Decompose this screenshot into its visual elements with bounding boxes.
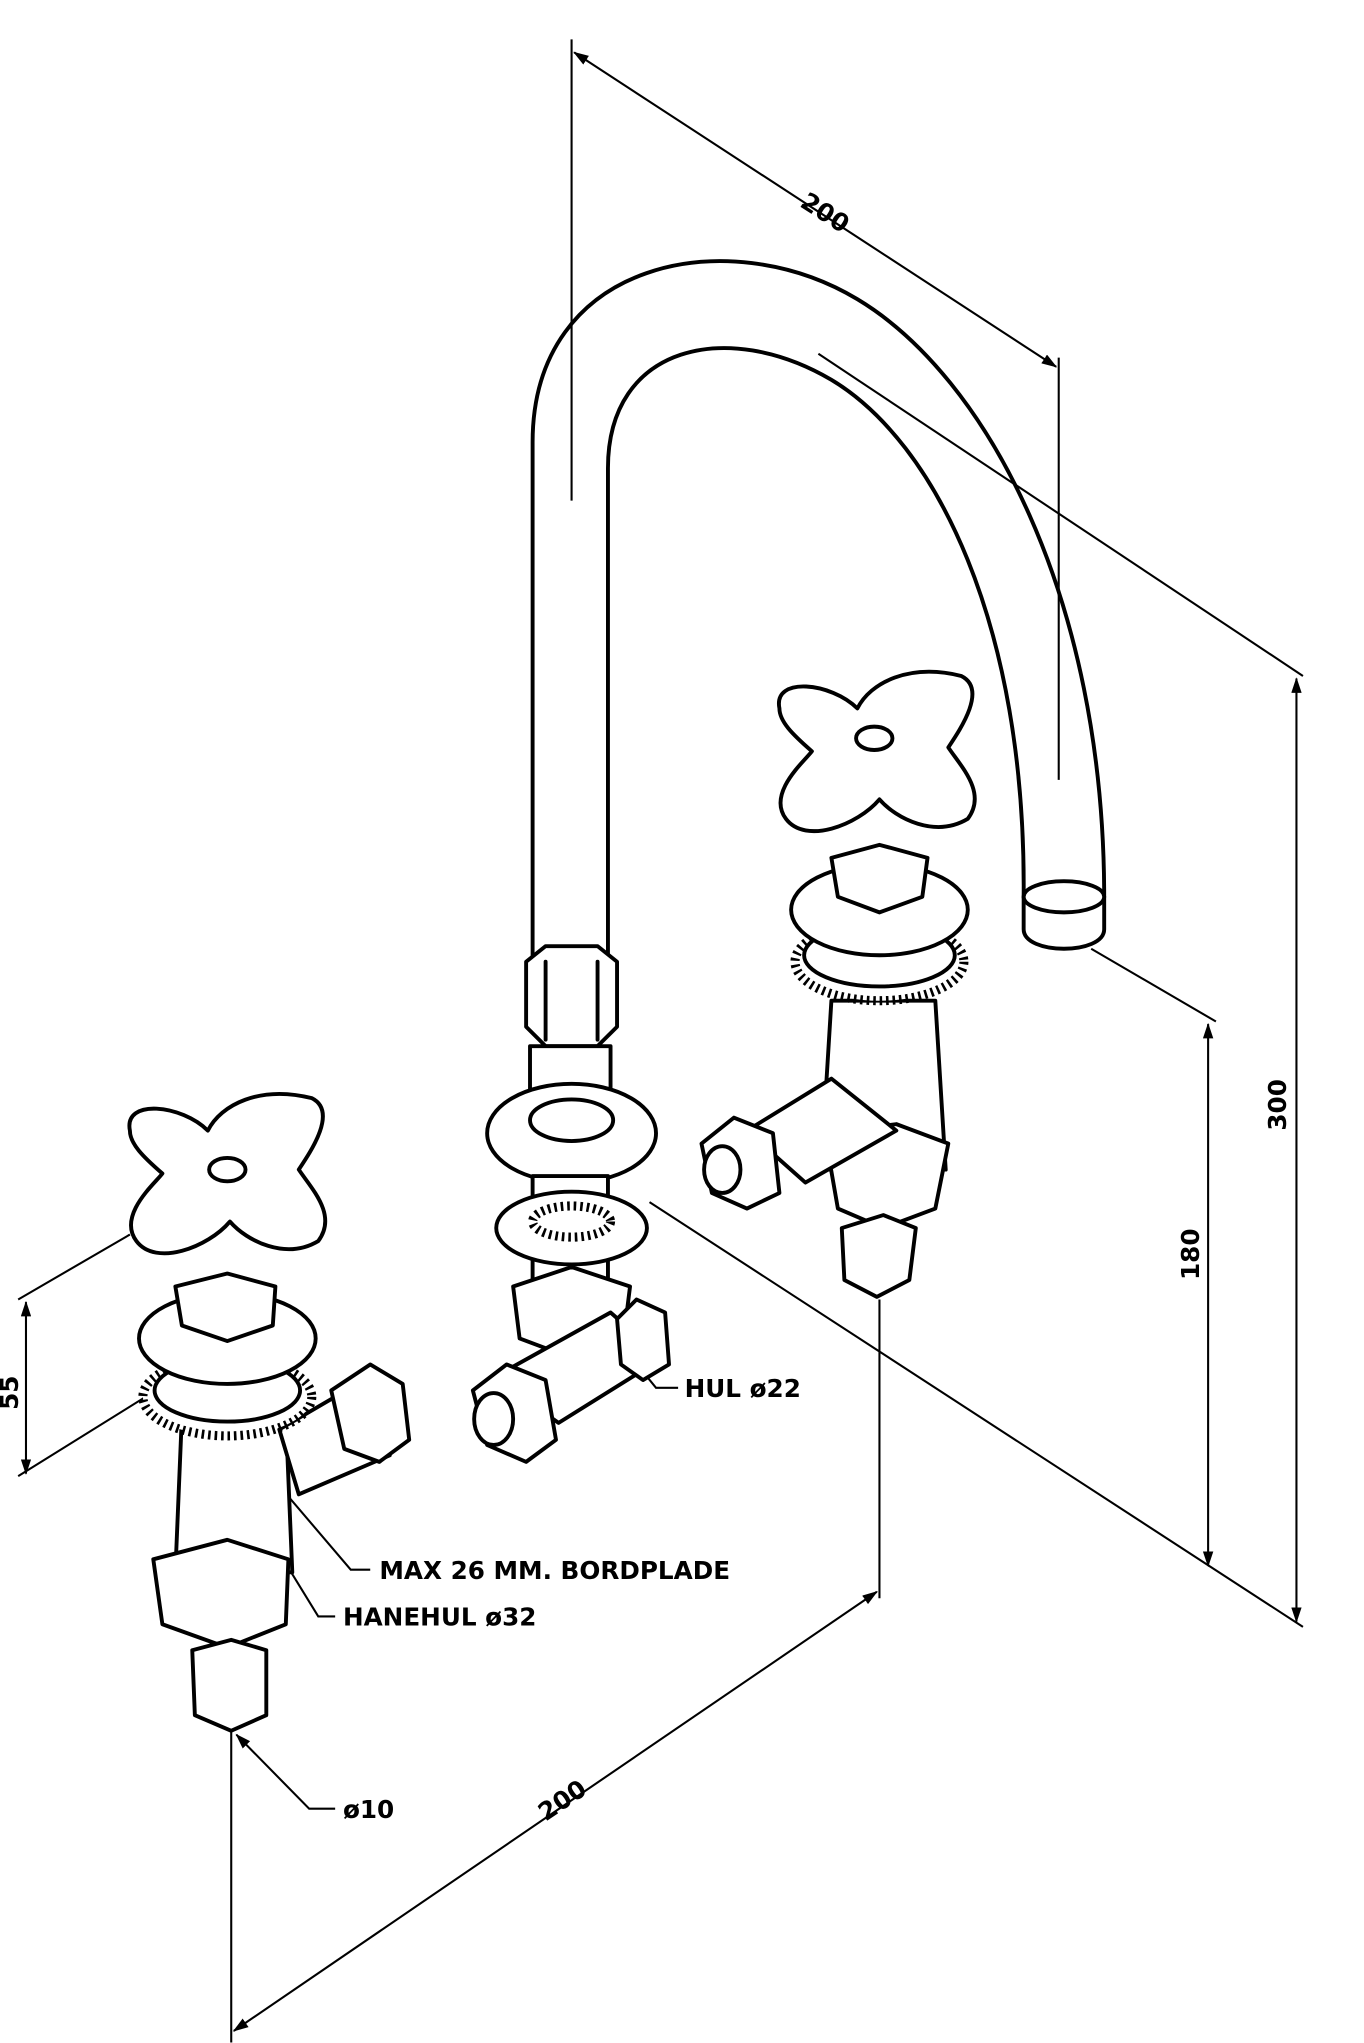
dim-valve-spacing: 200 [533,1774,592,1827]
dimension-lines [17,39,1304,2043]
callout-max-bordplade: MAX 26 MM. BORDPLADE [379,1556,730,1585]
callout-hul-22: HUL ø22 [685,1374,801,1403]
callout-hanehul-32: HANEHUL ø32 [343,1603,537,1632]
dim-spout-height: 180 [1176,1228,1205,1280]
dim-handle-height: 55 [0,1376,24,1410]
left-valve [127,1092,412,1733]
spout [470,259,1107,1464]
right-valve [699,669,977,1299]
callout-pipe-10: ø10 [343,1795,394,1824]
dim-spout-reach: 200 [796,186,855,238]
dim-total-height: 300 [1263,1079,1292,1131]
